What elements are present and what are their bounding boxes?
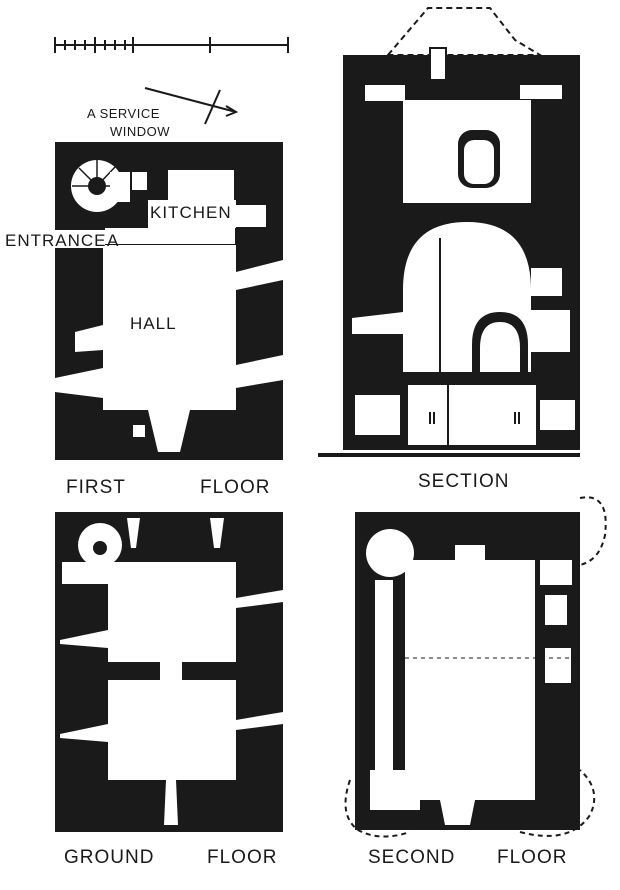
caption-ground: GROUND [64,847,155,868]
caption-second: SECOND [368,847,456,868]
service-window-label-line1: A SERVICE [87,106,160,121]
scale-bar [54,37,289,53]
kitchen-label: KITCHEN [150,203,232,222]
entrance-marker-a: A [107,231,120,250]
caption-first: FIRST [66,477,126,498]
caption-first-floor: FLOOR [200,477,271,498]
section-drawing [318,7,580,457]
hall-label: HALL [130,314,177,333]
kitchen-marker-a: A [115,203,128,222]
entrance-label: ENTRANCE [5,231,107,250]
caption-second-floor: FLOOR [497,847,568,868]
caption-section: SECTION [418,471,510,492]
first-floor-plan [55,142,283,460]
ground-floor-plan [55,512,283,832]
service-window-label-line2: WINDOW [110,124,171,139]
second-floor-plan [344,496,607,838]
north-arrow [144,87,239,125]
caption-ground-floor: FLOOR [207,847,278,868]
